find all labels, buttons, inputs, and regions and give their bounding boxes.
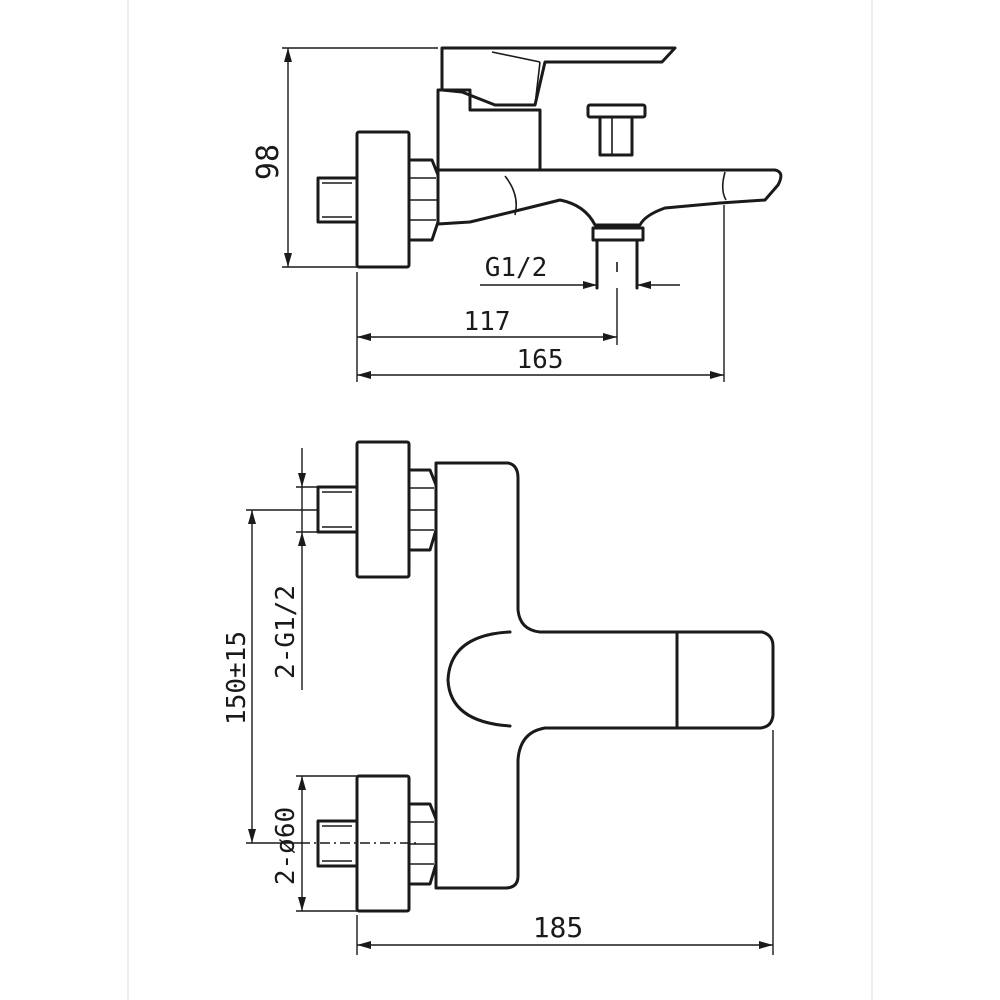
dim-165-label: 165 [517, 345, 564, 375]
side-lever-handle [440, 46, 677, 107]
side-diverter-stem [598, 115, 634, 157]
side-diverter-cap [586, 103, 647, 119]
dim-height-label: 98 [251, 144, 286, 180]
side-wall-flange [355, 130, 411, 269]
side-outlet-thread [595, 238, 639, 290]
side-inlet-pipe [316, 176, 359, 224]
dim-thread-g12: G1/2 [480, 253, 680, 289]
side-outlet-nut [591, 226, 645, 242]
front-upper-inlet [316, 485, 359, 534]
dim-165: 165 [357, 205, 725, 382]
front-upper-flange [355, 440, 411, 579]
dim-2-g12: 2-G1/2 [271, 448, 318, 690]
side-valve-body [436, 88, 542, 172]
front-view [300, 440, 775, 913]
dim-117: 117 [356, 272, 618, 382]
front-lower-inlet [316, 819, 359, 868]
dim-height-98: 98 [251, 47, 438, 268]
side-view [316, 46, 783, 290]
dim-185-label: 185 [533, 911, 584, 944]
dim-2-g12-label: 2-G1/2 [271, 585, 301, 679]
dim-150-label: 150±15 [222, 631, 252, 725]
front-handle-curve [446, 630, 512, 728]
dim-150: 150±15 [222, 509, 318, 844]
dim-thread-label: G1/2 [485, 253, 548, 283]
front-body [434, 461, 775, 890]
side-spout [436, 168, 783, 227]
dim-diameter: 2-ø60 [271, 775, 357, 912]
dim-185: 185 [356, 730, 774, 955]
dim-diameter-label: 2-ø60 [271, 807, 301, 885]
dim-117-label: 117 [464, 307, 511, 337]
